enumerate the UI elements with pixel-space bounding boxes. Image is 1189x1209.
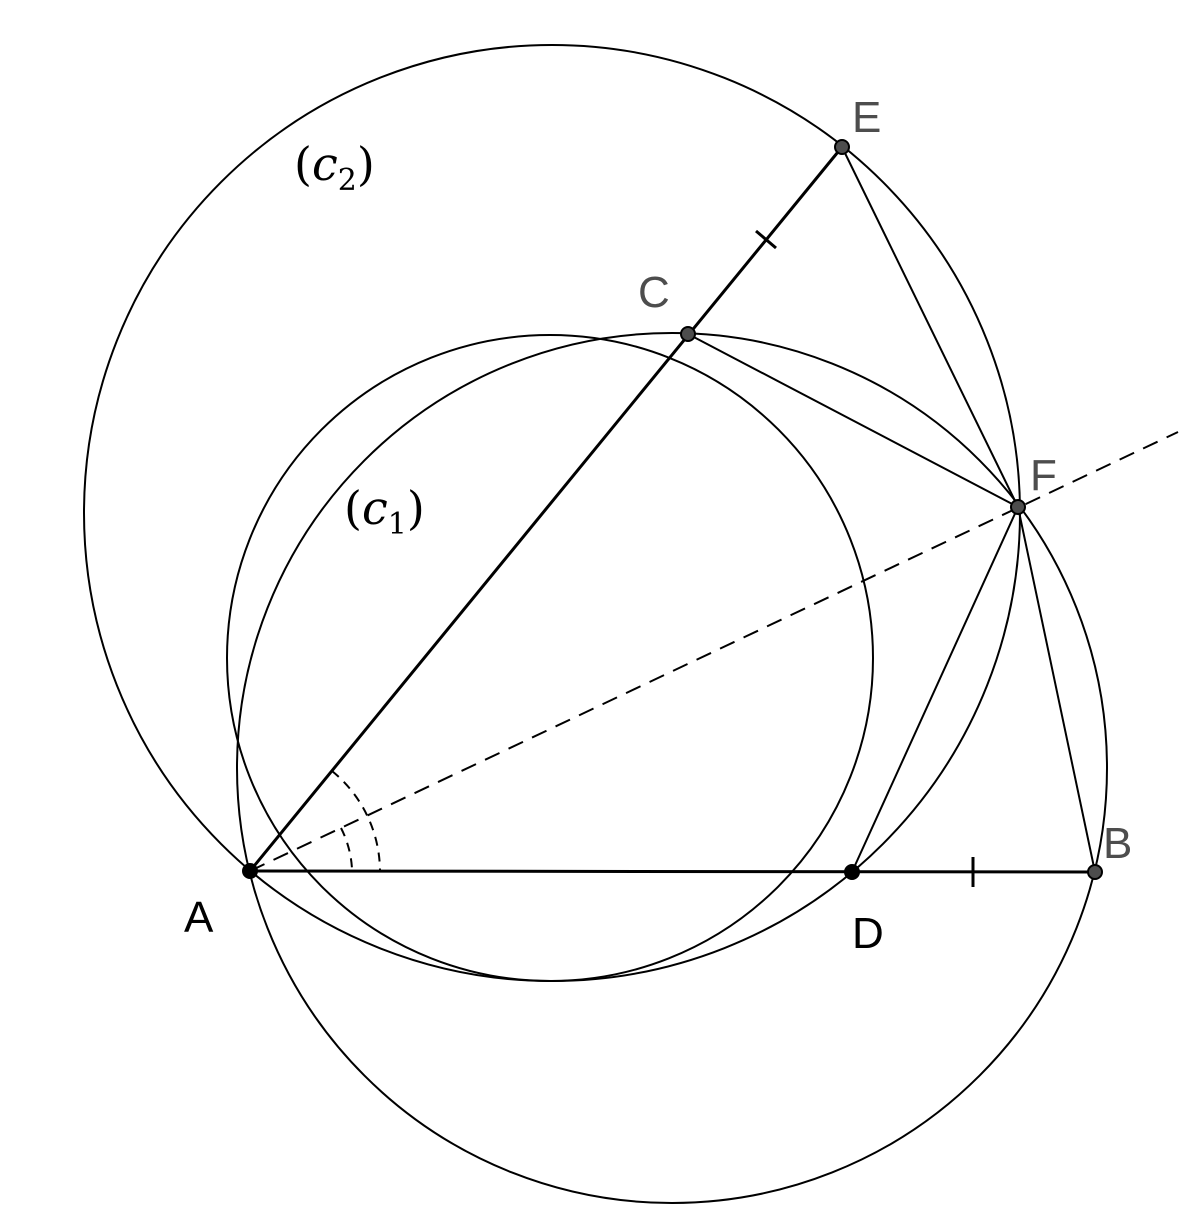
circle-through-a-b-f <box>236 332 1108 1204</box>
label-circle-c2: (c2) <box>294 137 375 198</box>
point-e <box>834 139 850 155</box>
label-f: F <box>1030 451 1057 500</box>
label-d: D <box>852 909 884 958</box>
label-c: C <box>638 268 670 317</box>
point-d <box>844 864 860 880</box>
label-b: B <box>1103 819 1132 868</box>
segment-ab <box>249 869 1096 874</box>
angle-arc-cab-outer <box>331 770 381 872</box>
label-circle-c2-var: c <box>312 137 338 191</box>
angle-arc-inner <box>340 827 353 870</box>
segment-fd <box>851 506 1019 873</box>
angle-bisector-line <box>249 431 1179 872</box>
label-a: A <box>184 893 214 942</box>
label-circle-c1-var: c <box>362 481 388 535</box>
circle-c1 <box>226 334 874 982</box>
point-c <box>680 326 696 342</box>
segment-ae <box>248 146 844 872</box>
tick-mark-ce <box>755 229 777 250</box>
segment-cf <box>687 333 1019 508</box>
circle-c2 <box>83 44 1021 982</box>
label-e: E <box>852 93 881 142</box>
segment-ef <box>841 146 1019 508</box>
point-f <box>1010 499 1026 515</box>
point-a <box>242 863 258 879</box>
label-circle-c1: (c1) <box>344 481 425 542</box>
point-b <box>1087 864 1103 880</box>
label-circle-c2-sub: 2 <box>338 163 357 198</box>
segment-fb <box>1017 506 1096 873</box>
label-circle-c1-sub: 1 <box>388 507 407 542</box>
